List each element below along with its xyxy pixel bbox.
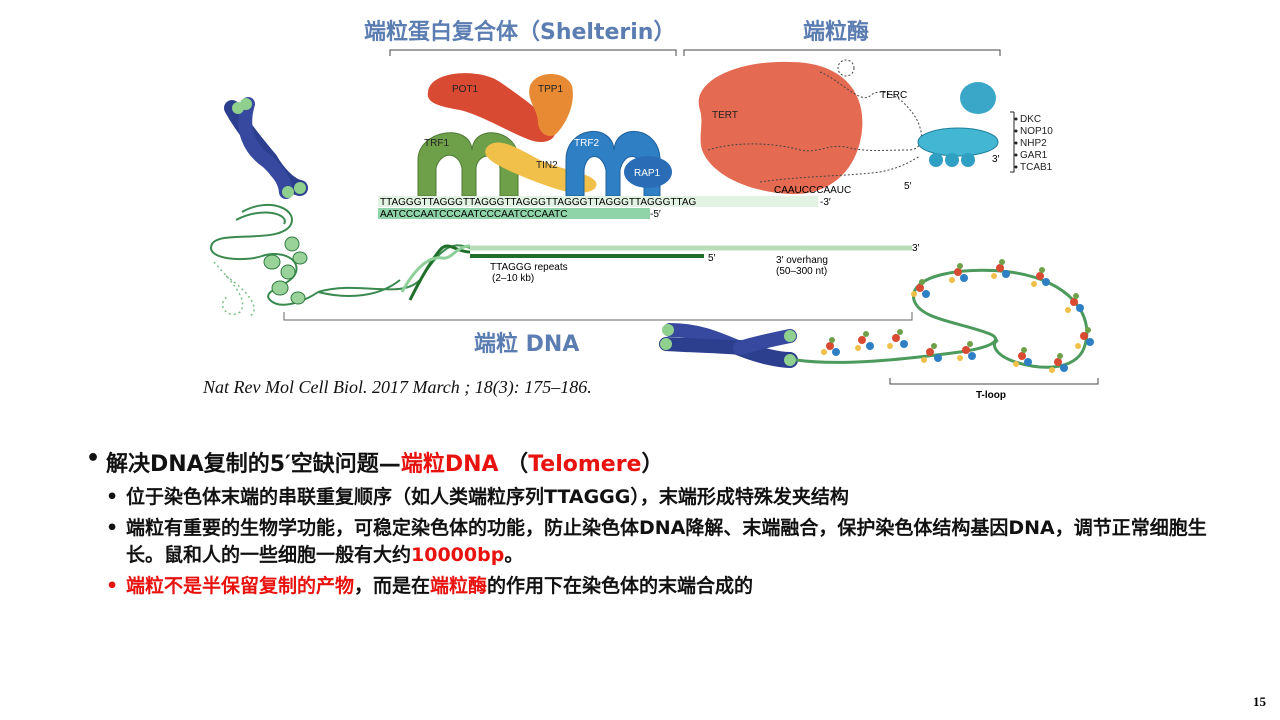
component-nop10: NOP10	[1020, 126, 1053, 137]
template-rna-sequence: CAAUCCCAAUC	[774, 185, 851, 196]
shelterin-header: 端粒蛋白复合体（Shelterin）	[364, 20, 676, 45]
sub-bullet-1-text: 位于染色体末端的串联重复顺序（如人类端粒序列TTAGGG），末端形成特殊发夹结构	[126, 486, 849, 508]
pot1-protein	[427, 73, 556, 143]
bullet-list: • 解决DNA复制的5′空缺问题—端粒DNA （Telomere） • 位于染色…	[86, 446, 1236, 604]
main-bullet-telomere: Telomere	[528, 452, 642, 477]
component-nhp2: NHP2	[1020, 138, 1047, 149]
telomerase-header: 端粒酶	[803, 20, 870, 45]
tert-protein	[698, 61, 863, 195]
rap1-label: RAP1	[634, 168, 661, 179]
sub-bullet-3-emphasis: 端粒不是半保留复制的产物	[126, 575, 355, 597]
top-strand-band	[378, 196, 818, 207]
terc-label: TERC	[880, 90, 907, 101]
page-number: 15	[1253, 694, 1266, 709]
bottom-strand-band	[378, 208, 650, 219]
dotted-chromatin	[213, 261, 255, 317]
telomerase-complex: TERT TERC CAAUCCCAAUC 5′ 3′	[698, 59, 1015, 196]
main-bullet-text: 解决DNA复制的5′空缺问题—	[106, 452, 401, 477]
trf2-label: TRF2	[574, 138, 599, 149]
telomere-dna-header: 端粒 DNA	[474, 332, 580, 357]
repeats-size: (2–10 kb)	[492, 273, 534, 284]
repeats-label: TTAGGG repeats	[490, 262, 568, 273]
component-gar1: GAR1	[1020, 150, 1048, 161]
t-loop-label: T-loop	[976, 390, 1006, 401]
sub-bullet-3-telomerase: 端粒酶	[430, 575, 488, 597]
dyskerin-protein	[917, 127, 999, 157]
shelterin-bracket	[389, 49, 677, 56]
t-loop-strand	[795, 268, 1089, 369]
main-bullet-emphasis: 端粒DNA	[400, 452, 499, 477]
telomere-diagram: 3′ 5′ TTAGGG repeats (2–10 kb) 3′ overha…	[210, 49, 1099, 401]
overhang-label: 3′ overhang	[776, 255, 828, 266]
citation: Nat Rev Mol Cell Biol. 2017 March ; 18(3…	[203, 377, 592, 397]
trf1-label: TRF1	[424, 138, 449, 149]
pot1-label: POT1	[452, 84, 479, 95]
telomere-dna-bracket	[283, 312, 913, 321]
tin2-label: TIN2	[536, 160, 558, 171]
tcab1-protein	[960, 82, 996, 114]
telomerase-bracket	[683, 49, 1001, 56]
strand-bottom-sequence: AATCCCAATCCCAATCCCAATCCCAATC	[380, 209, 567, 220]
chromosome-left-icon	[224, 97, 308, 199]
strand-top-sequence: TTAGGGTTAGGGTTAGGGTTAGGGTTAGGGTTAGGGTTAG…	[380, 197, 697, 208]
nucleosomes	[263, 236, 308, 305]
sub-bullet-2-text: 端粒有重要的生物学功能，可稳定染色体的功能，防止染色体DNA降解、末端融合，保护…	[126, 517, 1207, 566]
dyskerin-bullets	[1014, 117, 1018, 169]
sub-bullet-2-emphasis: 10000bp	[411, 544, 505, 566]
component-tcab1: TCAB1	[1020, 162, 1053, 173]
terc-rna-path	[707, 71, 922, 152]
component-dkc: DKC	[1020, 114, 1041, 125]
strand-3prime-label: 3′	[912, 243, 920, 254]
t-loop-bracket	[889, 378, 1099, 385]
shelterin-clusters	[821, 259, 1094, 373]
strand-bottom-end: -5′	[650, 209, 661, 220]
strand-5prime-label: 5′	[708, 253, 716, 264]
tert-label: TERT	[712, 110, 738, 121]
template-5prime-label: 5′	[904, 181, 912, 192]
dna-helix	[400, 244, 471, 301]
shelterin-complex: TRF1 POT1 TPP1 TIN2 TRF2 RAP1	[417, 73, 672, 197]
dyskerin-components-list: DKC NOP10 NHP2 GAR1 TCAB1	[1020, 114, 1053, 173]
chromosome-right-icon	[659, 323, 798, 368]
sub-bullet-3: • 端粒不是半保留复制的产物，而是在端粒酶的作用下在染色体的末端合成的	[106, 575, 754, 597]
terc-3prime-label: 3′	[992, 154, 1000, 165]
main-bullet: • 解决DNA复制的5′空缺问题—端粒DNA （Telomere）	[86, 446, 664, 477]
tpp1-label: TPP1	[538, 84, 563, 95]
overhang-size: (50–300 nt)	[776, 266, 827, 277]
rap1-protein	[624, 156, 672, 188]
sub-bullet-2: • 端粒有重要的生物学功能，可稳定染色体的功能，防止染色体DNA降解、末端融合，…	[106, 517, 1207, 566]
sub-bullet-1: • 位于染色体末端的串联重复顺序（如人类端粒序列TTAGGG），末端形成特殊发夹…	[106, 484, 1236, 511]
strand-top-end: -3′	[820, 197, 831, 208]
tpp1-protein	[529, 74, 573, 137]
